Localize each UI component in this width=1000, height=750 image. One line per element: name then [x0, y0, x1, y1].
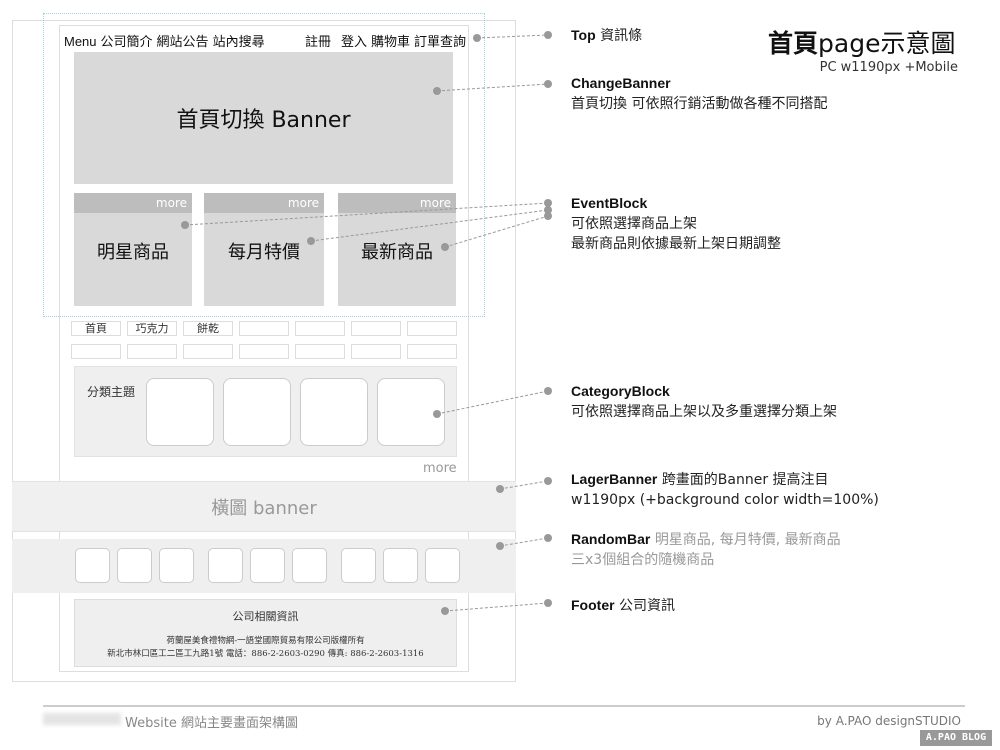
- event-block: more 明星商品: [74, 193, 192, 306]
- nav-item[interactable]: [351, 321, 401, 336]
- marker-dot: [544, 199, 552, 207]
- page-title: 首頁page示意圖: [768, 24, 955, 60]
- marker-dot: [544, 80, 552, 88]
- blurred-logo: [43, 713, 121, 725]
- marker-dot: [496, 542, 504, 550]
- nav-item-empty[interactable]: [407, 344, 457, 359]
- menu-item[interactable]: 登入: [340, 35, 367, 50]
- marker-dot: [544, 534, 552, 542]
- footer-title: 公司相關資訊: [232, 610, 299, 623]
- marker-dot: [307, 237, 315, 245]
- random-product-card[interactable]: [75, 548, 110, 583]
- marker-dot: [544, 212, 552, 220]
- category-card[interactable]: [300, 378, 368, 446]
- note-footer: Footer 公司資訊: [571, 597, 676, 614]
- nav-item-empty[interactable]: [127, 344, 177, 359]
- category-card[interactable]: [223, 378, 291, 446]
- nav-item-empty[interactable]: [183, 344, 233, 359]
- marker-dot: [441, 607, 449, 615]
- nav-item-empty[interactable]: [351, 344, 401, 359]
- menu-item[interactable]: 購物車: [370, 35, 410, 50]
- change-banner: 首頁切換 Banner: [74, 52, 453, 184]
- more-link[interactable]: more: [74, 193, 192, 213]
- page-frame: [12, 20, 516, 682]
- nav-item-empty[interactable]: [71, 344, 121, 359]
- nav-item[interactable]: [407, 321, 457, 336]
- blog-badge: A.PAO BLOG: [920, 730, 992, 746]
- marker-dot: [441, 243, 449, 251]
- nav-item[interactable]: 巧克力: [127, 321, 177, 336]
- marker-dot: [544, 206, 552, 214]
- nav-item[interactable]: 餅乾: [183, 321, 233, 336]
- category-more-link[interactable]: more: [423, 461, 457, 476]
- more-link[interactable]: more: [204, 193, 324, 213]
- event-block: more 每月特價: [204, 193, 324, 306]
- credit: by A.PAO designSTUDIO: [817, 714, 961, 728]
- category-block: 分類主題: [74, 366, 457, 457]
- menu-item[interactable]: 站內搜尋: [212, 35, 265, 50]
- nav-item-empty[interactable]: [295, 344, 345, 359]
- marker-dot: [433, 410, 441, 418]
- nav-item-empty[interactable]: [239, 344, 289, 359]
- title-bold: 首頁: [768, 29, 819, 58]
- event-label: 最新商品: [361, 242, 433, 263]
- footer-block: 公司相關資訊 荷蘭屋美食禮物網-一語堂國際貿易有限公司版權所有 新北市林口區工二…: [74, 599, 457, 667]
- random-product-card[interactable]: [292, 548, 327, 583]
- divider: [43, 705, 965, 707]
- random-product-card[interactable]: [341, 548, 376, 583]
- event-label: 每月特價: [228, 242, 300, 263]
- footer-address: 新北市林口區工二區工九路1號 電話：886-2-2603-0290 傳真: 88…: [107, 649, 424, 659]
- marker-dot: [544, 599, 552, 607]
- random-product-card[interactable]: [425, 548, 460, 583]
- note-top: Top 資訊條: [571, 27, 643, 44]
- random-product-card[interactable]: [250, 548, 285, 583]
- menu-item[interactable]: Menu: [64, 34, 97, 49]
- more-link[interactable]: more: [338, 193, 456, 213]
- nav-item[interactable]: [239, 321, 289, 336]
- content-column: [59, 25, 469, 672]
- marker-dot: [496, 485, 504, 493]
- random-product-card[interactable]: [383, 548, 418, 583]
- large-banner: 橫圖 banner: [12, 481, 516, 532]
- menu-item[interactable]: 訂單查詢: [413, 35, 466, 50]
- event-label: 明星商品: [97, 242, 169, 263]
- category-label: 分類主題: [87, 385, 136, 399]
- mobile-area-outline: [43, 13, 485, 317]
- bottom-caption: Website 網站主要畫面架構圖: [125, 716, 298, 731]
- nav-item[interactable]: [295, 321, 345, 336]
- menu-item[interactable]: 網站公告: [156, 35, 209, 50]
- title-rest: page示意圖: [818, 29, 956, 58]
- page-subtitle: PC w1190px +Mobile: [819, 60, 958, 75]
- footer-copyright: 荷蘭屋美食禮物網-一語堂國際貿易有限公司版權所有: [166, 636, 365, 646]
- marker-dot: [544, 31, 552, 39]
- category-card[interactable]: [146, 378, 214, 446]
- nav-item[interactable]: 首頁: [71, 321, 121, 336]
- marker-dot: [181, 221, 189, 229]
- menu-item[interactable]: 公司簡介: [100, 35, 153, 50]
- marker-dot: [544, 387, 552, 395]
- random-product-card[interactable]: [159, 548, 194, 583]
- marker-dot: [433, 87, 441, 95]
- random-product-card[interactable]: [208, 548, 243, 583]
- marker-dot: [473, 34, 481, 42]
- marker-dot: [544, 477, 552, 485]
- note-random-bar: RandomBar 明星商品, 每月特價, 最新商品三x3個組合的隨機商品: [571, 531, 841, 568]
- menu-item[interactable]: 註冊: [304, 35, 331, 50]
- random-product-card[interactable]: [117, 548, 152, 583]
